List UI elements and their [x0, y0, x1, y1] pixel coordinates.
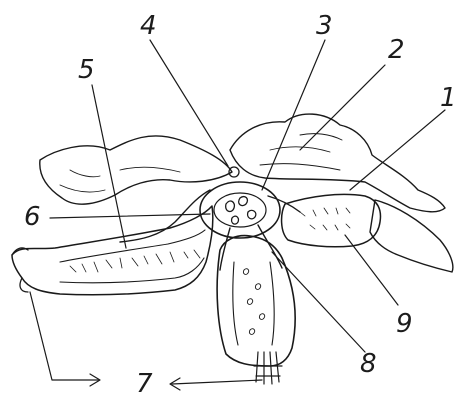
leader-6 — [50, 214, 210, 218]
left-canal-inner-low — [60, 258, 204, 283]
left-canal-pattern — [70, 250, 200, 272]
bottom-brush — [254, 352, 282, 384]
label-8: 8 — [360, 349, 377, 379]
left-canal-tip — [12, 248, 28, 292]
central-knots — [226, 197, 256, 225]
label-4: 4 — [140, 11, 157, 41]
label-7: 7 — [136, 369, 153, 396]
right-canal-pattern — [300, 208, 350, 230]
lower-stem-inner — [233, 262, 274, 345]
vessel-down — [220, 225, 282, 270]
leader-2 — [300, 65, 385, 150]
small-top-node — [229, 167, 239, 177]
label-2: 2 — [388, 35, 405, 65]
label-6: 6 — [24, 202, 41, 232]
label-9: 9 — [396, 309, 413, 339]
right-canal-outline — [282, 194, 381, 246]
leader-5 — [92, 85, 126, 248]
label-5: 5 — [78, 55, 95, 85]
leader-4 — [150, 40, 228, 166]
leader-7-left — [30, 292, 98, 380]
leader-8 — [272, 252, 365, 352]
leader-9 — [345, 235, 398, 305]
label-1: 1 — [440, 83, 457, 113]
leader-7-right — [172, 380, 262, 384]
vessel-right — [268, 196, 300, 212]
left-canal-outline — [12, 206, 213, 295]
lower-stem-beads — [243, 269, 264, 335]
right-lobe-outline — [230, 114, 445, 212]
leader-1 — [350, 110, 445, 190]
lower-stem-outline — [217, 236, 295, 366]
label-3: 3 — [316, 11, 333, 41]
